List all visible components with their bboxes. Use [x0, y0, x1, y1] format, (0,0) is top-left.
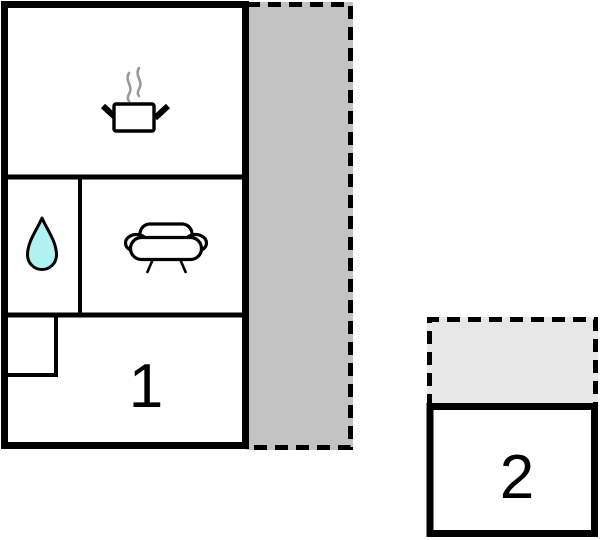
- pot-body: [112, 102, 156, 133]
- sofa-seat: [128, 235, 204, 262]
- cooking-pot-icon: [100, 66, 171, 133]
- steam-line-right: [136, 66, 142, 98]
- room-1-label: 1: [129, 352, 163, 421]
- patio-secondary: [427, 317, 598, 407]
- building-1: 1: [1, 1, 249, 449]
- terrace-main-dashed-border: [247, 2, 353, 450]
- terrace-main-fill: [246, 2, 353, 450]
- patio-secondary-dashed-border: [427, 317, 598, 407]
- building-2: 2: [426, 403, 598, 537]
- steam-line-left: [126, 71, 132, 103]
- patio-secondary-fill: [427, 317, 598, 407]
- water-drop-icon: [26, 216, 58, 271]
- building-2-outline: [426, 403, 598, 537]
- terrace-main: [246, 2, 353, 450]
- room-2-label: 2: [500, 443, 534, 512]
- sofa-icon: [123, 222, 209, 274]
- pot-handle-right: [152, 103, 171, 121]
- sofa-leg-right: [178, 258, 188, 274]
- sofa-leg-left: [145, 258, 155, 274]
